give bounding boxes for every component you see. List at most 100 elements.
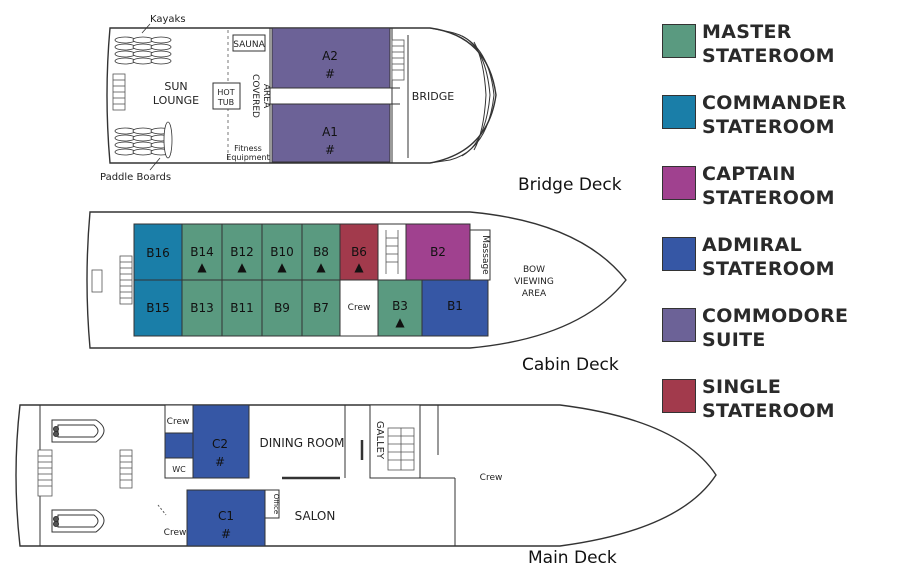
galley-label: GALLEY bbox=[374, 421, 385, 460]
bridge-deck: A2 # A1 # SAUNA HOT TUB COVERED AREA Fit… bbox=[100, 14, 622, 195]
bridge-stairs-icon bbox=[391, 39, 405, 81]
crew-room-top-inner bbox=[164, 432, 194, 459]
main-stern-stairs-icon bbox=[37, 449, 53, 497]
legend-label-line1: ADMIRAL bbox=[702, 234, 802, 256]
main-aft-stairs-icon bbox=[119, 449, 133, 489]
cabin-crew-label: Crew bbox=[348, 303, 371, 313]
legend-label-line2: STATEROOM bbox=[702, 258, 835, 280]
legend-label-line1: MASTER bbox=[702, 21, 792, 43]
legend-item-admiral: ADMIRAL STATEROOM bbox=[662, 233, 912, 293]
legend-swatch bbox=[662, 24, 696, 58]
fitness-label-1: Fitness bbox=[234, 144, 262, 153]
cabin-c2-label: C2 bbox=[212, 437, 228, 451]
cabin-b14-triangle-icon: ▲ bbox=[197, 260, 207, 274]
kayaks-icon bbox=[114, 36, 172, 65]
cabin-b10[interactable] bbox=[261, 223, 303, 281]
crew-bottom-label: Crew bbox=[164, 528, 187, 538]
cabin-b8-triangle-icon: ▲ bbox=[316, 260, 326, 274]
hot-tub-label-2: TUB bbox=[217, 98, 234, 107]
covered-area-label-1: COVERED bbox=[250, 74, 260, 118]
cabin-b10-label: B10 bbox=[270, 245, 294, 259]
dining-room-label: DINING ROOM bbox=[260, 436, 345, 450]
kayaks-label: Kayaks bbox=[150, 14, 186, 25]
office-label: Office bbox=[272, 494, 280, 514]
cabin-b3-label: B3 bbox=[392, 299, 408, 313]
cabin-a1-hash: # bbox=[325, 143, 335, 157]
main-deck: Crew WC C2 # DINING ROOM GALLEY Crew C1 … bbox=[15, 404, 717, 568]
stern-stairs-icon bbox=[112, 73, 126, 111]
legend-swatch bbox=[662, 237, 696, 271]
sauna-label: SAUNA bbox=[233, 40, 265, 50]
cabin-stairs-icon bbox=[385, 230, 399, 274]
cabin-deck-title: Cabin Deck bbox=[522, 355, 619, 375]
cabin-b13[interactable] bbox=[181, 279, 223, 337]
bridge-deck-title: Bridge Deck bbox=[518, 175, 622, 195]
cabin-a1-label: A1 bbox=[322, 125, 338, 139]
bow-label-2: VIEWING bbox=[514, 277, 554, 287]
galley-stairs-icon bbox=[387, 427, 415, 471]
hot-tub-label-1: HOT bbox=[217, 88, 234, 97]
cabin-b10-triangle-icon: ▲ bbox=[277, 260, 287, 274]
cabin-b2-label: B2 bbox=[430, 245, 446, 259]
legend-swatch bbox=[662, 379, 696, 413]
legend-label-line1: CAPTAIN bbox=[702, 163, 796, 185]
cabin-c1[interactable] bbox=[186, 489, 266, 547]
cabin-c2[interactable] bbox=[192, 404, 250, 479]
cabin-a2-label: A2 bbox=[322, 49, 338, 63]
cabin-b1-label: B1 bbox=[447, 299, 463, 313]
cabin-a1[interactable] bbox=[271, 103, 391, 163]
cabin-b2[interactable] bbox=[405, 223, 471, 281]
bow-label-3: AREA bbox=[522, 289, 547, 299]
sun-lounge-label-1: SUN bbox=[164, 80, 187, 93]
main-deck-title: Main Deck bbox=[528, 548, 617, 568]
cabin-b9-label: B9 bbox=[274, 301, 290, 315]
legend-item-commodore: COMMODORE SUITE bbox=[662, 304, 912, 364]
cabin-b13-label: B13 bbox=[190, 301, 214, 315]
cabin-c1-label: C1 bbox=[218, 509, 234, 523]
cabin-b7-label: B7 bbox=[313, 301, 329, 315]
crew-top-label: Crew bbox=[167, 417, 190, 427]
legend-label-line1: COMMANDER bbox=[702, 92, 847, 114]
cabin-c2-hash: # bbox=[215, 455, 225, 469]
cabin-b15-label: B15 bbox=[146, 301, 170, 315]
crew-bow-label: Crew bbox=[480, 473, 503, 483]
legend-label-line2: SUITE bbox=[702, 329, 766, 351]
office-room bbox=[264, 489, 280, 519]
legend-label-line2: STATEROOM bbox=[702, 116, 835, 138]
zodiac-top-icon bbox=[51, 419, 105, 443]
cabin-b11-label: B11 bbox=[230, 301, 254, 315]
sauna-room bbox=[232, 34, 266, 52]
cabin-b16[interactable] bbox=[133, 223, 183, 281]
cabin-b11[interactable] bbox=[221, 279, 263, 337]
cabin-c1-hash: # bbox=[221, 527, 231, 541]
cabin-b6-triangle-icon: ▲ bbox=[354, 260, 364, 274]
legend-item-master: MASTER STATEROOM bbox=[662, 20, 912, 80]
stairs-mid bbox=[377, 223, 407, 281]
legend-label-line2: STATEROOM bbox=[702, 45, 835, 67]
fitness-label-2: Equipment bbox=[226, 153, 269, 162]
paddle-boards-label: Paddle Boards bbox=[100, 172, 171, 183]
bow-label-1: BOW bbox=[523, 265, 545, 275]
cabin-b14-label: B14 bbox=[190, 245, 214, 259]
bridge-label: BRIDGE bbox=[412, 90, 454, 103]
zodiac-bottom-icon bbox=[51, 509, 105, 533]
paddle-boards-icon bbox=[114, 121, 173, 159]
cabin-a2[interactable] bbox=[271, 27, 391, 89]
hot-tub bbox=[212, 82, 241, 110]
wc-label: WC bbox=[172, 465, 186, 474]
sun-lounge-label-2: LOUNGE bbox=[153, 94, 199, 107]
cabin-b8[interactable] bbox=[301, 223, 341, 281]
legend-item-captain: CAPTAIN STATEROOM bbox=[662, 162, 912, 222]
cabin-b12-triangle-icon: ▲ bbox=[237, 260, 247, 274]
cabin-b9[interactable] bbox=[261, 279, 303, 337]
salon-label: SALON bbox=[295, 509, 336, 523]
massage-label: Massage bbox=[480, 235, 490, 275]
cabin-b3[interactable] bbox=[377, 279, 423, 337]
cabin-b6-label: B6 bbox=[351, 245, 367, 259]
cabin-b1[interactable] bbox=[421, 279, 489, 337]
legend-label-line1: SINGLE bbox=[702, 376, 782, 398]
legend-swatch bbox=[662, 308, 696, 342]
crew-room-top bbox=[164, 404, 194, 434]
legend-label-line1: COMMODORE bbox=[702, 305, 849, 327]
